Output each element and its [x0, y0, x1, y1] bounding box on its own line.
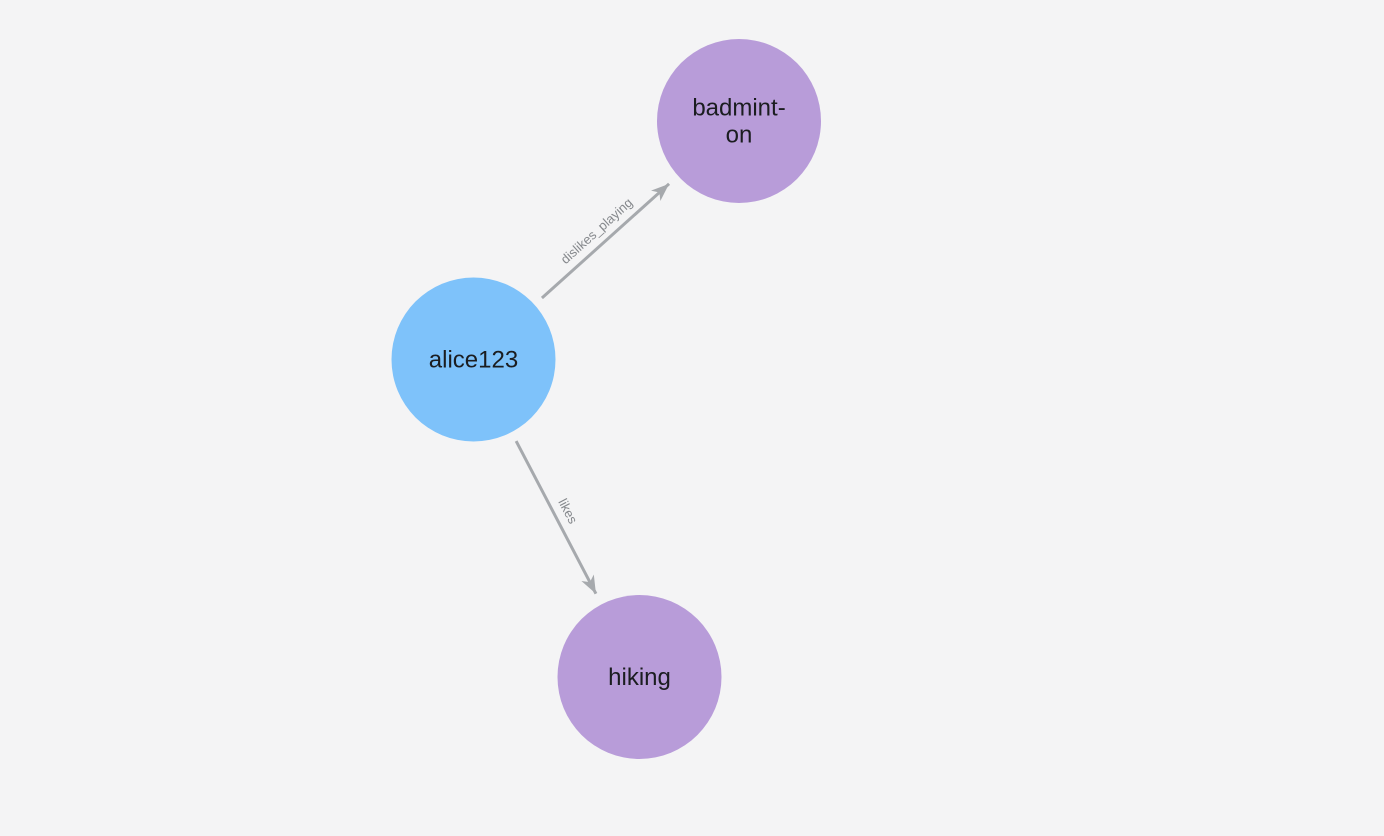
- graph-node-badminton[interactable]: badmint-on: [657, 39, 821, 203]
- graph-edge-dislikes_playing[interactable]: dislikes_playing: [540, 182, 671, 300]
- graph-node-hiking[interactable]: hiking: [557, 595, 722, 759]
- node-circle: [391, 277, 556, 442]
- edge-line: [514, 440, 598, 595]
- graph-node-alice123[interactable]: alice123: [391, 277, 556, 442]
- graph-edge-likes[interactable]: likes: [514, 440, 598, 595]
- edge-label: dislikes_playing: [558, 195, 636, 267]
- node-circle: [557, 595, 722, 759]
- node-circle: [657, 39, 821, 203]
- edge-line: [540, 182, 671, 300]
